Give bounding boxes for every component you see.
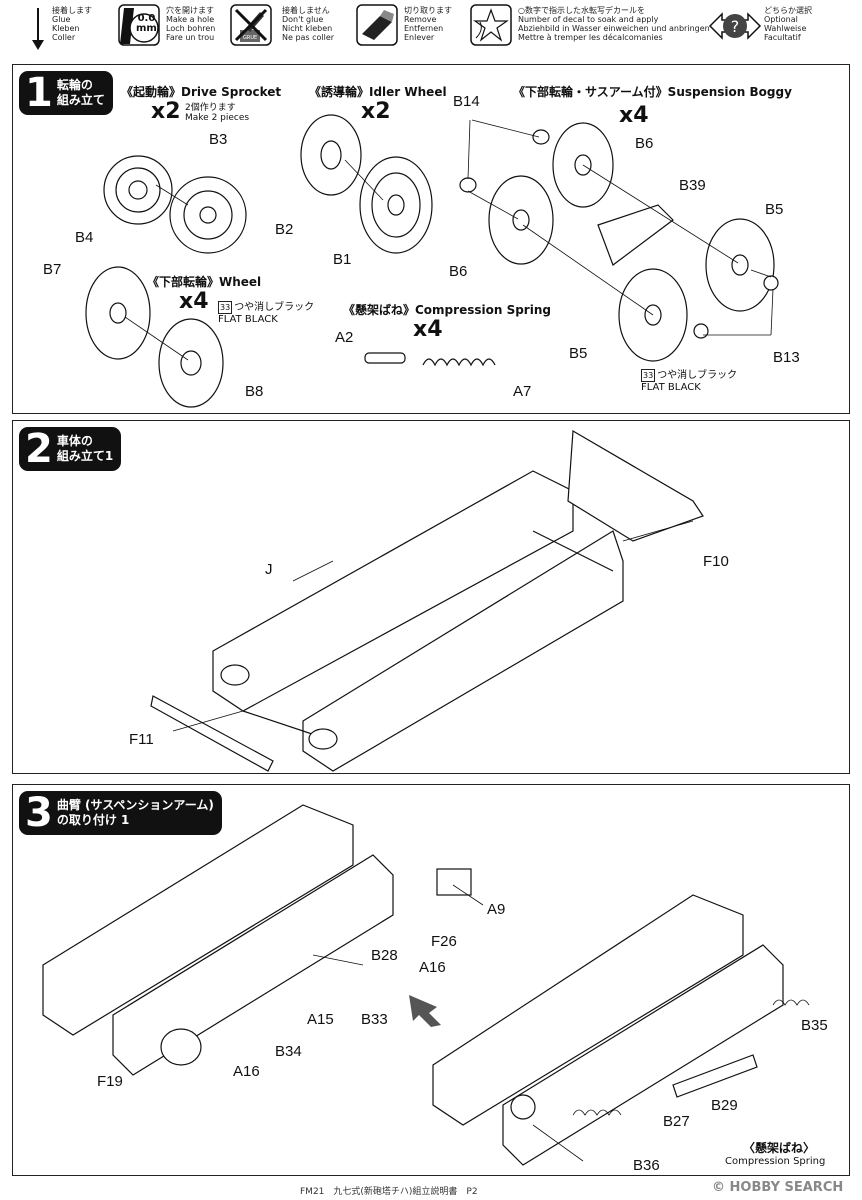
part-label-b5-right: B5 bbox=[765, 201, 784, 218]
compression-spring-heading: 〈懸架ばね〉 bbox=[743, 1141, 816, 1155]
hull-left-front-shape bbox=[112, 854, 394, 1076]
step-1-drawing bbox=[85, 114, 779, 408]
step-title: 曲臂 (サスペンションアーム) の取り付け 1 bbox=[56, 798, 214, 827]
page-footer: FM21 九七式(新砲塔チハ)組立説明書 P2 bbox=[300, 1187, 478, 1197]
part-label-f19: F19 bbox=[97, 1073, 123, 1090]
part-label-b34: B34 bbox=[275, 1043, 302, 1060]
part-label-b14: B14 bbox=[453, 93, 480, 110]
hull-right-wall-shape bbox=[302, 530, 624, 772]
legend-decal-text: ○数字で指示した水転写デカールを Number of decal to soak… bbox=[518, 6, 710, 42]
compression-spring-en: Compression Spring bbox=[725, 1156, 826, 1167]
suspension-boggy-qty: x4 bbox=[619, 103, 649, 128]
step-2-badge: 2 車体の 組み立て1 bbox=[19, 426, 122, 472]
paint-text: つや消しブラック FLAT BLACK bbox=[641, 370, 738, 393]
step-number: 2 bbox=[25, 426, 53, 472]
wheel-heading: 《下部転輪》Wheel bbox=[147, 275, 262, 289]
wheel-qty: x4 bbox=[179, 289, 209, 314]
part-label-b8: B8 bbox=[245, 383, 264, 400]
part-label-a2: A2 bbox=[335, 329, 354, 346]
part-label-f26: F26 bbox=[431, 933, 457, 950]
part-label-b39: B39 bbox=[679, 177, 706, 194]
part-label-a9: A9 bbox=[487, 901, 506, 918]
hull-left-shape bbox=[42, 804, 354, 1036]
drive-sprocket-heading: 《起動輪》Drive Sprocket bbox=[121, 85, 282, 99]
part-label-a16-lower: A16 bbox=[233, 1063, 260, 1080]
arm-b39-shape bbox=[597, 204, 674, 266]
part-label-f10: F10 bbox=[703, 553, 729, 570]
suspension-boggy-heading: 《下部転輪・サスアーム付》Suspension Boggy bbox=[513, 85, 792, 99]
part-label-a15: A15 bbox=[307, 1011, 334, 1028]
step-3-badge: 3 曲臂 (サスペンションアーム) の取り付け 1 bbox=[19, 791, 222, 835]
part-label-b6: B6 bbox=[449, 263, 468, 280]
hull-left-wall-shape bbox=[212, 470, 574, 712]
part-label-j: J bbox=[265, 561, 273, 578]
drive-sprocket-qty: x2 bbox=[151, 99, 181, 124]
part-label-b35: B35 bbox=[801, 1017, 828, 1034]
part-label-b1: B1 bbox=[333, 251, 352, 268]
step-3-panel: 3 曲臂 (サスペンションアーム) の取り付け 1 A9 F26 B28 A16 bbox=[12, 784, 850, 1176]
step-1-panel: 1 転輪の 組み立て bbox=[12, 64, 850, 414]
step-number: 1 bbox=[25, 70, 53, 116]
plate-f11-shape bbox=[150, 695, 274, 772]
legend-remove-text: 切り取ります Remove Entfernen Enlever bbox=[404, 6, 452, 42]
drive-sprocket-note: 2個作ります Make 2 pieces bbox=[185, 103, 250, 123]
compression-spring-heading: 《懸架ばね》Compression Spring bbox=[343, 303, 551, 317]
step-1-badge: 1 転輪の 組み立て bbox=[19, 71, 113, 115]
part-label-b33: B33 bbox=[361, 1011, 388, 1028]
hole-size-text: 0.0 mm bbox=[136, 13, 157, 34]
paint-number: 33 bbox=[218, 301, 233, 314]
spring-a2-shape bbox=[364, 352, 406, 364]
part-label-a16-upper: A16 bbox=[419, 959, 446, 976]
a9-block-shape bbox=[436, 868, 472, 896]
instruction-legend: 接着します Glue Kleben Coller 0.0 mm 穴を開けます M… bbox=[0, 0, 862, 60]
b29-bar-shape bbox=[672, 1054, 758, 1098]
f19-hub-shape bbox=[160, 1028, 202, 1066]
part-label-b4: B4 bbox=[75, 229, 94, 246]
compression-spring-qty: x4 bbox=[413, 317, 443, 342]
legend-hole-text: 穴を開けます Make a hole Loch bohren Fare un t… bbox=[166, 6, 216, 42]
part-label-b36: B36 bbox=[633, 1157, 660, 1174]
svg-text:?: ? bbox=[731, 17, 740, 36]
hull-right-front-shape bbox=[502, 944, 784, 1166]
sprocket-b4-shape bbox=[103, 155, 173, 225]
part-label-b2: B2 bbox=[275, 221, 294, 238]
part-label-b5-bottom: B5 bbox=[569, 345, 588, 362]
part-label-b3: B3 bbox=[209, 131, 228, 148]
step-title: 車体の 組み立て1 bbox=[56, 434, 114, 463]
idler-wheel-heading: 《誘導輪》Idler Wheel bbox=[309, 85, 447, 99]
part-label-b13: B13 bbox=[773, 349, 800, 366]
paint-text: つや消しブラック FLAT BLACK bbox=[218, 302, 315, 325]
hull-right-shape bbox=[432, 894, 744, 1126]
watermark: © HOBBY SEARCH bbox=[712, 1180, 844, 1195]
part-label-f11: F11 bbox=[129, 731, 154, 748]
plate-f10-shape bbox=[567, 429, 704, 542]
part-label-a7: A7 bbox=[513, 383, 532, 400]
part-label-b27: B27 bbox=[663, 1113, 690, 1130]
step-number: 3 bbox=[25, 790, 53, 836]
legend-glue-text: 接着します Glue Kleben Coller bbox=[52, 6, 92, 42]
spring-a7-shape bbox=[422, 358, 496, 367]
no-glue-mark: GRUE bbox=[243, 35, 258, 41]
step-2-drawing bbox=[150, 429, 704, 772]
step-2-panel: 2 車体の 組み立て1 J F10 F11 bbox=[12, 420, 850, 774]
sprocket-b3-shape bbox=[169, 176, 247, 254]
direction-arrow-icon bbox=[409, 995, 441, 1027]
step-title: 転輪の 組み立て bbox=[56, 78, 105, 107]
part-label-b29: B29 bbox=[711, 1097, 738, 1114]
part-label-b28: B28 bbox=[371, 947, 398, 964]
part-label-b6-top: B6 bbox=[635, 135, 654, 152]
idler-wheel-qty: x2 bbox=[361, 99, 391, 124]
paint-number: 33 bbox=[641, 369, 656, 382]
legend-optional-text: どちらか選択 Optional Wahlweise Facultatif bbox=[764, 6, 812, 42]
legend-noglue-text: 接着しません Don't glue Nicht kleben Ne pas co… bbox=[282, 6, 335, 42]
step-3-drawing bbox=[42, 804, 810, 1166]
part-label-b7: B7 bbox=[43, 261, 62, 278]
